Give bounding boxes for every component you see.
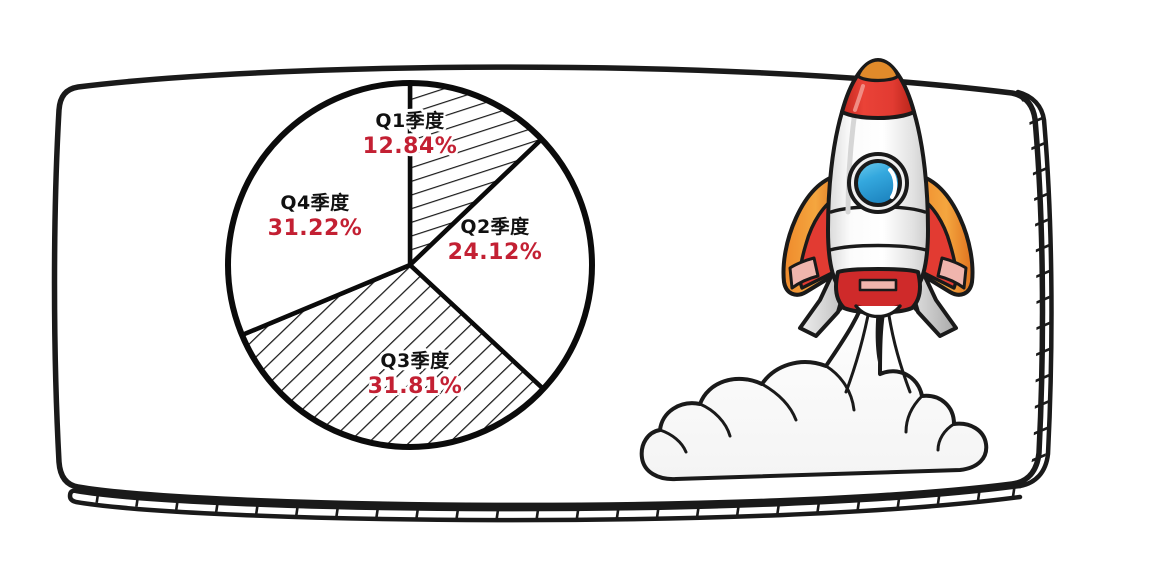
rocket-porthole-icon [847,152,909,214]
pie-label-q4: Q4季度 31.22% [200,192,430,242]
pie-outline-circle [225,80,595,450]
pie-label-q3: Q3季度 31.81% [290,350,540,400]
pie-label-q3-value: 31.81% [367,374,463,400]
rocket-engine-ring [834,267,922,315]
pie-label-q3-category: Q3季度 [380,350,450,372]
pie-label-q4-value: 31.22% [267,216,363,242]
frame-shadow-right [1015,89,1054,489]
pie-label-q2-value: 24.12% [447,240,543,266]
pie-label-q4-category: Q4季度 [280,192,350,214]
pie-label-q1-category: Q1季度 [375,110,445,132]
pie-label-q1: Q1季度 12.84% [345,110,475,160]
pie-label-q1-value: 12.84% [362,134,458,160]
pie-label-q2: Q2季度 24.12% [405,216,585,266]
rocket-nozzle [854,304,902,319]
frame-shadow-bottom [67,483,1023,523]
pie-label-q2-category: Q2季度 [460,216,530,238]
rocket-nose-cone [840,58,916,120]
